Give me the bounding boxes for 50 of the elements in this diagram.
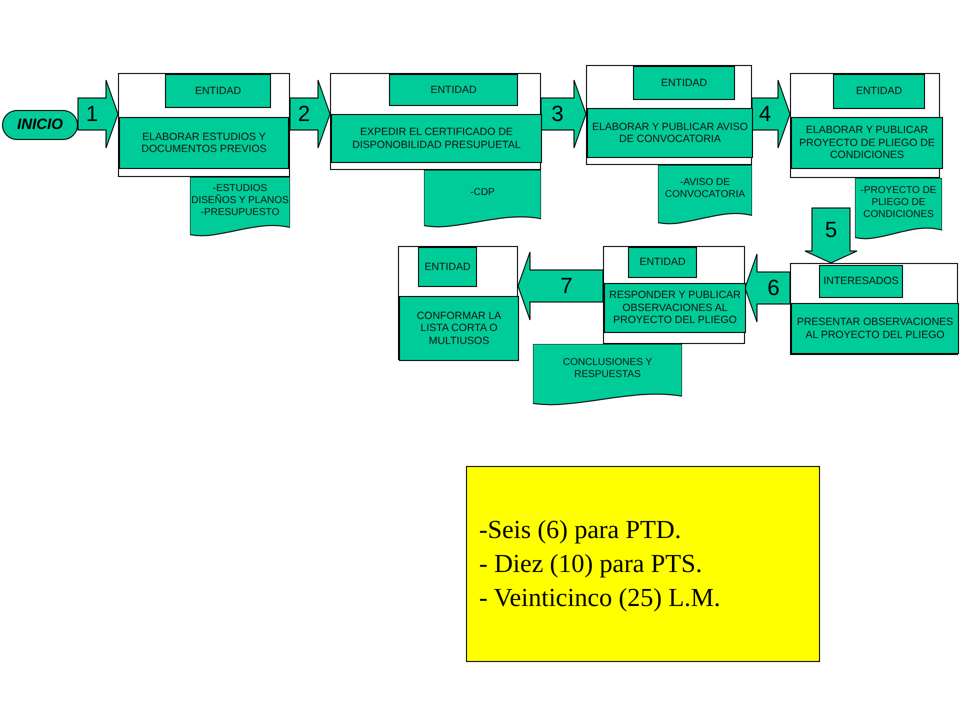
process-box: CONFORMAR LA LISTA CORTA O MULTIUSOS xyxy=(399,296,519,361)
start-terminal: INICIO xyxy=(2,110,78,140)
document-text: -PROYECTO DE PLIEGO DE CONDICIONES xyxy=(860,184,938,221)
document-text: -CDP xyxy=(470,187,495,200)
document-text: CONCLUSIONES Y RESPUESTAS xyxy=(562,356,654,381)
block-arrow xyxy=(804,208,858,264)
step-number: 1 xyxy=(86,102,98,126)
block-arrow xyxy=(744,254,790,322)
note-text: - Diez (10) para PTS. xyxy=(479,548,702,580)
process-frame xyxy=(790,263,958,355)
process-frame xyxy=(586,65,752,165)
note-box xyxy=(466,466,820,662)
actor-box: ENTIDAD xyxy=(418,247,477,287)
actor-box: ENTIDAD xyxy=(628,247,697,278)
process-box: EXPEDIR EL CERTIFICADO DE DISPONOBILIDAD PRESUPUETAL xyxy=(331,114,542,163)
process-frame xyxy=(790,73,940,178)
block-arrow xyxy=(752,80,791,148)
process-frame xyxy=(118,73,290,177)
document-shape xyxy=(533,344,682,406)
actor-box: INTERESADOS xyxy=(819,265,903,298)
note-text: - Veinticinco (25) L.M. xyxy=(479,582,720,614)
note-text: -Seis (6) para PTD. xyxy=(479,514,682,546)
process-frame xyxy=(330,73,541,170)
document-shape xyxy=(855,178,942,240)
step-number: 3 xyxy=(551,102,564,126)
step-number: 4 xyxy=(758,102,772,126)
actor-box: ENTIDAD xyxy=(165,74,271,108)
document-shape xyxy=(424,170,541,228)
process-box: PRESENTAR OBSERVACIONES AL PROYECTO DEL PLIEGO xyxy=(791,303,959,354)
process-box: ELABORAR Y PUBLICAR PROYECTO DE PLIEGO DE CONDICIONES xyxy=(791,117,943,169)
process-box: ELABORAR Y PUBLICAR AVISO DE CONVOCATORIA xyxy=(587,108,753,158)
actor-box: ENTIDAD xyxy=(389,74,518,106)
document-shape xyxy=(190,177,290,237)
actor-box: ENTIDAD xyxy=(633,66,735,100)
block-arrow xyxy=(540,80,587,148)
block-arrow xyxy=(78,80,119,148)
step-number: 7 xyxy=(560,274,573,298)
block-arrow xyxy=(517,252,604,320)
block-arrow xyxy=(290,80,331,148)
process-frame xyxy=(398,246,518,360)
step-number: 5 xyxy=(824,218,838,242)
document-text: -AVISO DE CONVOCATORIA xyxy=(664,177,746,201)
document-text: -ESTUDIOS DISEÑOS Y PLANOS -PRESUPUESTO xyxy=(190,183,290,219)
step-number: 6 xyxy=(767,276,780,300)
process-box: RESPONDER Y PUBLICAR OBSERVACIONES AL PROYECTO DEL PLIEGO xyxy=(604,283,746,333)
step-number: 2 xyxy=(298,102,310,126)
document-shape xyxy=(658,165,752,225)
actor-box: ENTIDAD xyxy=(833,74,925,109)
process-frame xyxy=(603,246,745,344)
process-box: ELABORAR ESTUDIOS Y DOCUMENTOS PREVIOS xyxy=(119,117,289,169)
